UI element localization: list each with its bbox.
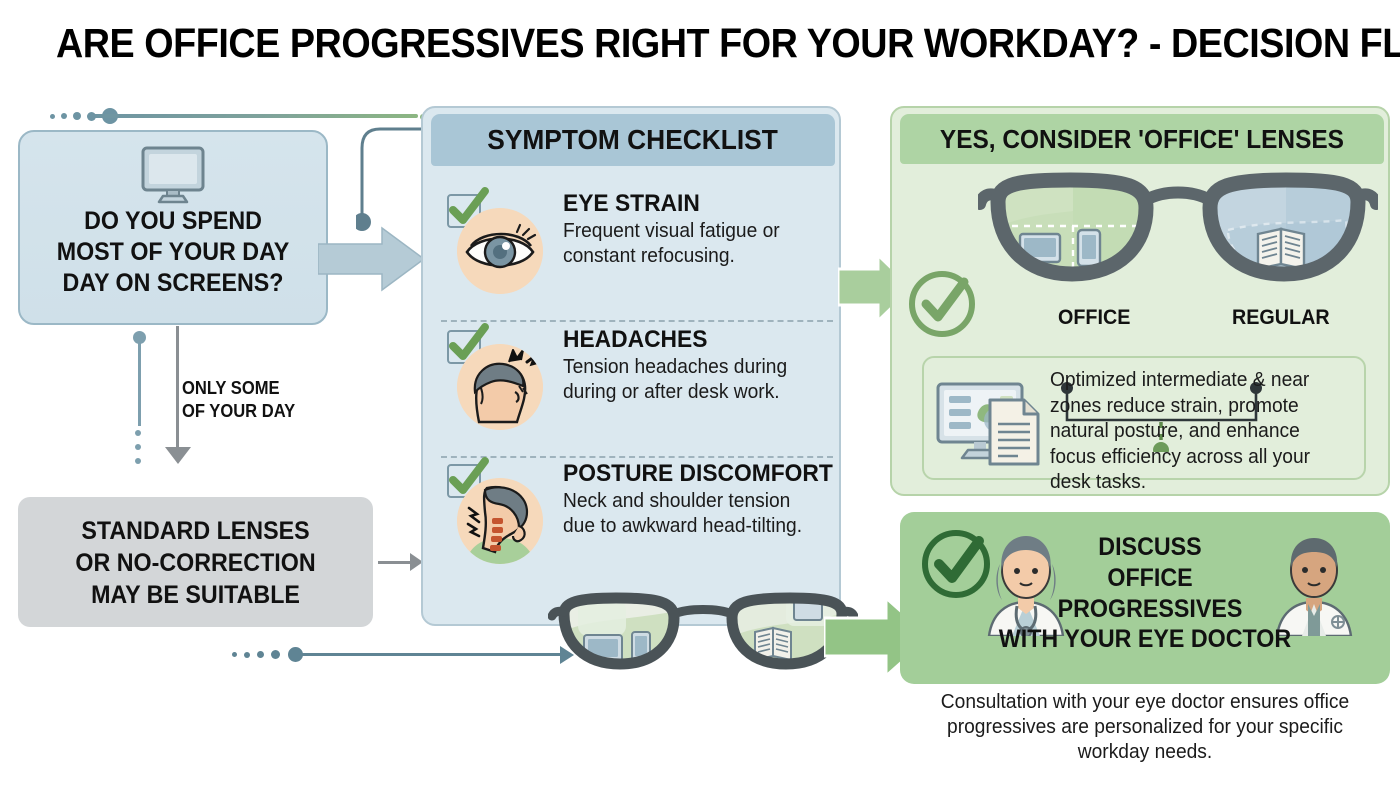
branch-dot [133,331,146,344]
doctor-panel-text: DISCUSS OFFICE PROGRESSIVES [1020,532,1280,625]
elbow-connector [353,126,426,236]
standard-box-text: STANDARD LENSES OR NO-CORRECTION MAY BE … [30,515,360,611]
male-doctor-icon [1268,530,1360,641]
checklist-header-label: SYMPTOM CHECKLIST [487,124,779,155]
outcome-box-standard-lenses: STANDARD LENSES OR NO-CORRECTION MAY BE … [18,497,373,627]
decision-line-3: DAY ON SCREENS? [62,269,284,297]
decision-box-screen-time: DO YOU SPEND MOST OF YOUR DAY DAY ON SCR… [18,130,328,325]
symptom-item-posture-discomfort: POSTURE DISCOMFORT Neck and shoulder ten… [441,457,833,586]
arrow-head-to-standard [165,447,191,464]
symptom-item-headaches: HEADACHES Tension headaches during durin… [441,323,831,452]
doctor-line-4: WITH YOUR EYE DOCTOR [998,625,1292,653]
symptom-divider-2 [441,456,833,458]
desktop-document-icon [934,378,1044,475]
branch-line [138,338,141,426]
eyeglasses-icon-large [974,168,1382,308]
doctor-line-1: DISCUSS [1098,533,1202,561]
standard-line-3: MAY BE SUITABLE [91,581,300,609]
standard-line-2: OR NO-CORRECTION [75,549,316,577]
symptom-item-eye-strain: EYE STRAIN Frequent visual fatigue or co… [441,187,831,316]
branch-label-line-1: ONLY SOME [182,378,280,398]
checklist-header: SYMPTOM CHECKLIST [431,114,835,166]
benefit-text: Optimized intermediate & near zones redu… [1050,369,1311,493]
standard-line-1: STANDARD LENSES [81,517,310,545]
decision-line-2: MOST OF YOUR DAY [56,238,290,266]
symptom-title: HEADACHES [563,326,708,353]
bottom-connector-dots [232,650,280,659]
benefit-card: Optimized intermediate & near zones redu… [922,356,1366,493]
symptom-desc: Tension headaches during during or after… [563,356,788,403]
discuss-with-doctor-panel: DISCUSS OFFICE PROGRESSIVES WITH YOUR EY… [900,512,1390,684]
branch-label-only-some: ONLY SOME OF YOUR DAY [182,377,295,423]
symptom-checklist-panel: SYMPTOM CHECKLIST EYE STRA [421,106,841,626]
neck-pain-icon [457,478,543,564]
headache-icon [457,344,543,430]
branch-line-dots [135,430,141,472]
eyeglasses-icon-small [547,588,859,689]
branch-label-line-2: OF YOUR DAY [182,401,296,421]
doctor-line-2: OFFICE [1107,564,1193,592]
symptom-desc: Neck and shoulder tension due to awkward… [563,490,803,537]
eye-icon [457,208,543,294]
monitor-icon [141,146,205,209]
symptom-divider-1 [441,320,833,322]
arrow-standard-to-checklist-line [378,561,412,564]
lens-label-regular: REGULAR [1232,306,1330,329]
female-doctor-icon [980,530,1072,641]
doctor-panel-footnote: Consultation with your eye doctor ensure… [940,691,1350,763]
symptom-desc: Frequent visual fatigue or constant refo… [563,220,780,267]
decision-line-1: DO YOU SPEND [84,207,262,235]
yes-consider-office-lenses-panel: YES, CONSIDER 'OFFICE' LENSES [890,106,1390,496]
yes-panel-header-label: YES, CONSIDER 'OFFICE' LENSES [939,123,1345,154]
decorative-rail [88,114,418,118]
page-title: ARE OFFICE PROGRESSIVES RIGHT FOR YOUR W… [56,20,1400,66]
symptom-title: EYE STRAIN [563,190,700,217]
arrow-decision-to-checklist [317,226,426,292]
arrow-standard-to-checklist-head [410,553,423,571]
decision-box-text: DO YOU SPEND MOST OF YOUR DAY DAY ON SCR… [31,206,316,299]
doctor-line-3: PROGRESSIVES [1057,595,1243,623]
bottom-connector-dot [288,647,303,662]
check-circle-icon-2 [918,526,994,607]
bottom-connector-arrowhead [560,646,574,664]
arrow-line-to-standard [176,326,179,451]
check-circle-icon [906,268,978,345]
bottom-connector-line [296,653,564,656]
lens-label-office: OFFICE [1058,306,1131,329]
symptom-title: POSTURE DISCOMFORT [563,460,833,487]
yes-panel-header: YES, CONSIDER 'OFFICE' LENSES [900,114,1384,164]
